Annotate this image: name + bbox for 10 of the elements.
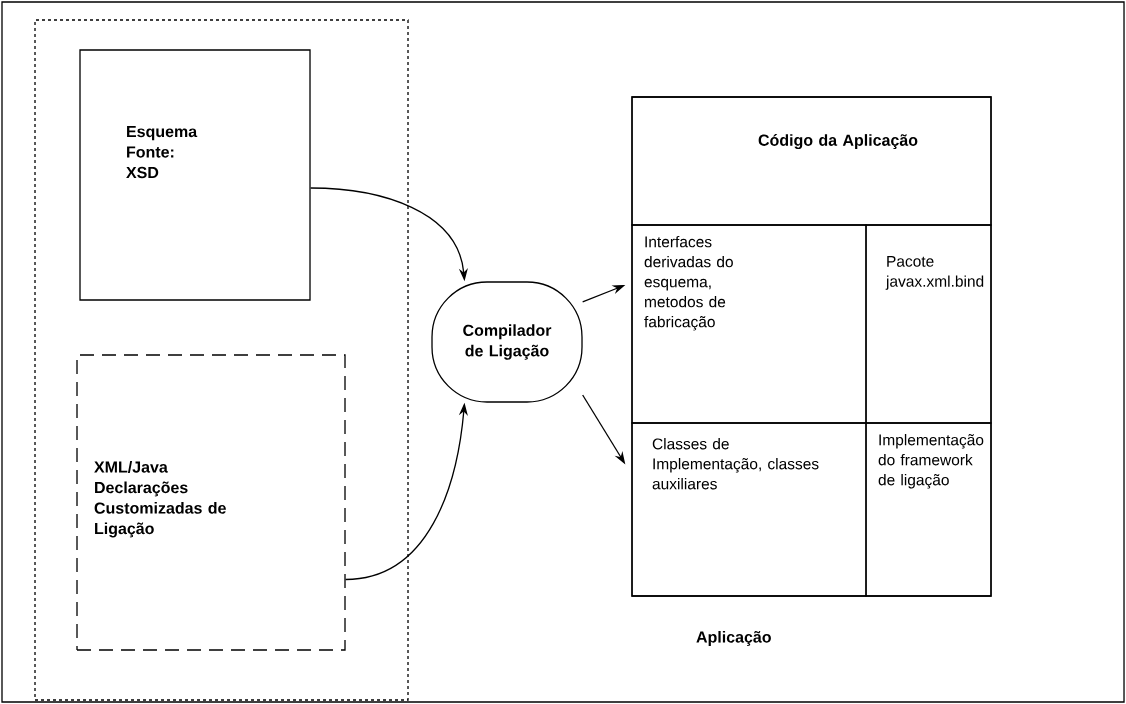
table-cell: Interfaces derivadas do esquema, metodos de fabricação: [631, 224, 867, 424]
schema-box: Esquema Fonte: XSD: [79, 49, 311, 301]
table-cell: Classes de Implementação, classes auxiliares: [631, 422, 867, 597]
header-cell: Código da Aplicação: [631, 96, 992, 226]
declarations-box: XML/Java Declarações Customizadas de Ligação: [76, 354, 346, 651]
dotted-group-box: [34, 19, 409, 701]
table-cell: Implementação do framework de ligação: [865, 422, 992, 597]
compiler-node: Compilador de Ligação: [431, 281, 583, 403]
node-label: Aplicação: [696, 630, 771, 646]
table-cell: Pacote javax.xml.bind: [865, 224, 992, 424]
